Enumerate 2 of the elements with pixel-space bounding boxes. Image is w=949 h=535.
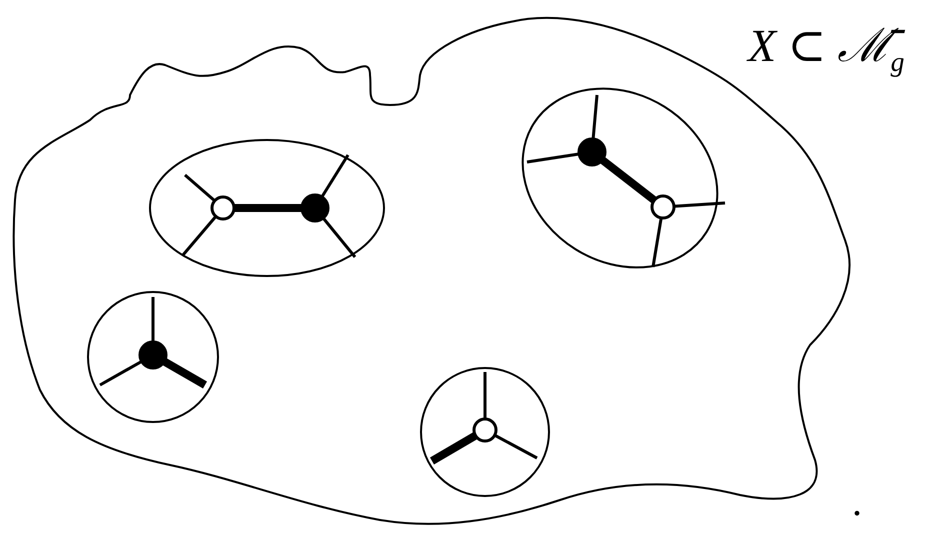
period-mark: . [852, 478, 862, 525]
math-label: X ⊂ ℳ̄$_{g}$ [748, 19, 904, 78]
